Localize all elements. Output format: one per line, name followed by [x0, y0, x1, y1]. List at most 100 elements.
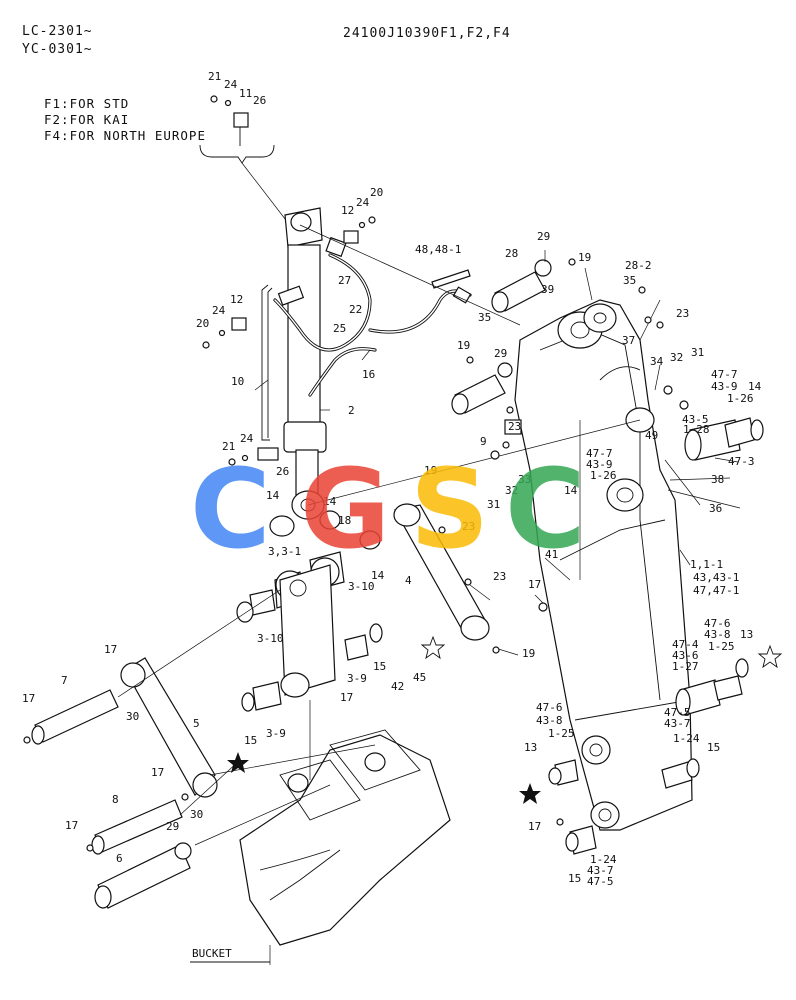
- watermark-letter-3: S: [410, 445, 489, 573]
- callout-43-7: 43-7: [587, 864, 614, 877]
- callout-19: 19: [522, 647, 535, 660]
- callout-32: 32: [505, 484, 518, 497]
- callout-1-26: 1-26: [727, 392, 754, 405]
- callout-48: 48,48-1: [415, 243, 461, 256]
- callout-47-47-1: 47,47-1: [693, 584, 739, 597]
- callout-36: 36: [709, 502, 722, 515]
- callout-24: 24: [356, 196, 370, 209]
- callout-17: 17: [528, 578, 541, 591]
- callout-22: 22: [349, 303, 362, 316]
- callout-3-10: 3-10: [257, 632, 284, 645]
- callout-23: 23: [676, 307, 689, 320]
- callout-20: 20: [196, 317, 209, 330]
- callout-1-24: 1-24: [590, 853, 617, 866]
- callout-17: 17: [340, 691, 353, 704]
- callout-3-9: 3-9: [266, 727, 286, 740]
- hose-lines: [261, 236, 472, 441]
- callout-47-3: 47-3: [728, 455, 755, 468]
- callout-35: 35: [623, 274, 636, 287]
- callout-5: 5: [193, 717, 200, 730]
- callout-23: 23: [508, 420, 521, 433]
- callout-49: 49: [645, 429, 658, 442]
- callout-15: 15: [244, 734, 257, 747]
- callout-7: 7: [61, 674, 68, 687]
- star-filled-mark: [227, 752, 249, 773]
- callout-leaders: [117, 224, 741, 846]
- bucket-label: BUCKET: [192, 947, 232, 960]
- callout-47-7: 47-7: [711, 368, 738, 381]
- arm-assembly: [514, 299, 693, 831]
- callout-27: 27: [338, 274, 351, 287]
- callout-29: 29: [494, 347, 507, 360]
- callout-24: 24: [224, 78, 238, 91]
- note-bracket: [199, 144, 275, 164]
- star-outline-mark: [757, 644, 783, 669]
- callout-43-8: 43-8: [536, 714, 563, 727]
- callout-3-3-1: 3,3-1: [268, 545, 301, 558]
- bucket-cylinder: [283, 207, 327, 520]
- part-number: 24100J10390F1,F2,F4: [343, 26, 511, 41]
- note-f4: F4:FOR NORTH EUROPE: [44, 128, 206, 143]
- star-filled-mark: [519, 783, 541, 804]
- callout-23: 23: [493, 570, 506, 583]
- callout-43-7: 43-7: [664, 717, 691, 730]
- callout-31: 31: [691, 346, 704, 359]
- callout-11: 11: [239, 87, 252, 100]
- callout-3-9: 3-9: [347, 672, 367, 685]
- callout-13: 13: [740, 628, 753, 641]
- callout-12: 12: [230, 293, 243, 306]
- callout-37: 37: [622, 334, 635, 347]
- callout-43-43-1: 43,43-1: [693, 571, 739, 584]
- callout-24: 24: [212, 304, 226, 317]
- callout-29: 29: [166, 820, 179, 833]
- callout-30: 30: [190, 808, 203, 821]
- callout-39: 39: [541, 283, 554, 296]
- callout-45: 45: [413, 671, 426, 684]
- callout-47-5: 47-5: [587, 875, 614, 888]
- callout-4: 4: [405, 574, 412, 587]
- callout-34: 34: [650, 355, 664, 368]
- reference-stars: [227, 635, 783, 804]
- callout-43-5: 43-5: [682, 413, 709, 426]
- callout-32: 32: [670, 351, 683, 364]
- watermark-letter-4: C: [505, 445, 586, 573]
- callout-38: 38: [711, 473, 724, 486]
- note-leader: [241, 162, 293, 229]
- watermark-letter-2: G: [300, 445, 390, 573]
- hose-clamp-brackets: [231, 112, 522, 461]
- callout-19: 19: [424, 464, 437, 477]
- bucket: [239, 729, 451, 946]
- callout-43-8: 43-8: [704, 628, 731, 641]
- callout-41: 41: [545, 548, 558, 561]
- callout-1-24: 1-24: [673, 732, 700, 745]
- callout-15: 15: [373, 660, 386, 673]
- callout-47-6: 47-6: [536, 701, 563, 714]
- callout-19: 19: [578, 251, 591, 264]
- callout-1-25: 1-25: [548, 727, 575, 740]
- callout-24: 24: [240, 432, 254, 445]
- callout-28-2: 28-2: [625, 259, 652, 272]
- star-outline-mark: [420, 635, 446, 660]
- link-assemblies: [120, 503, 490, 798]
- callout-35: 35: [478, 311, 491, 324]
- callout-labels: 21 24 11 26 20 24 12 48,48-1 29 28 19 28…: [22, 70, 762, 888]
- callout-16: 16: [362, 368, 375, 381]
- callout-20: 20: [370, 186, 383, 199]
- callout-31: 31: [487, 498, 500, 511]
- callout-14: 14: [323, 495, 337, 508]
- callout-2: 2: [348, 404, 355, 417]
- callout-47-6: 47-6: [704, 617, 731, 630]
- callout-43-9: 43-9: [586, 458, 613, 471]
- callout-47-7: 47-7: [586, 447, 613, 460]
- callout-13: 13: [524, 741, 537, 754]
- callout-21: 21: [208, 70, 221, 83]
- watermark-logo: C G S C: [190, 445, 586, 573]
- callout-10: 10: [231, 375, 244, 388]
- callout-17: 17: [528, 820, 541, 833]
- callout-6: 6: [116, 852, 123, 865]
- callout-17: 17: [151, 766, 164, 779]
- callout-26: 26: [276, 465, 289, 478]
- callout-1-25: 1-25: [708, 640, 735, 653]
- callout-1-1-1: 1,1-1: [690, 558, 723, 571]
- callout-29: 29: [537, 230, 550, 243]
